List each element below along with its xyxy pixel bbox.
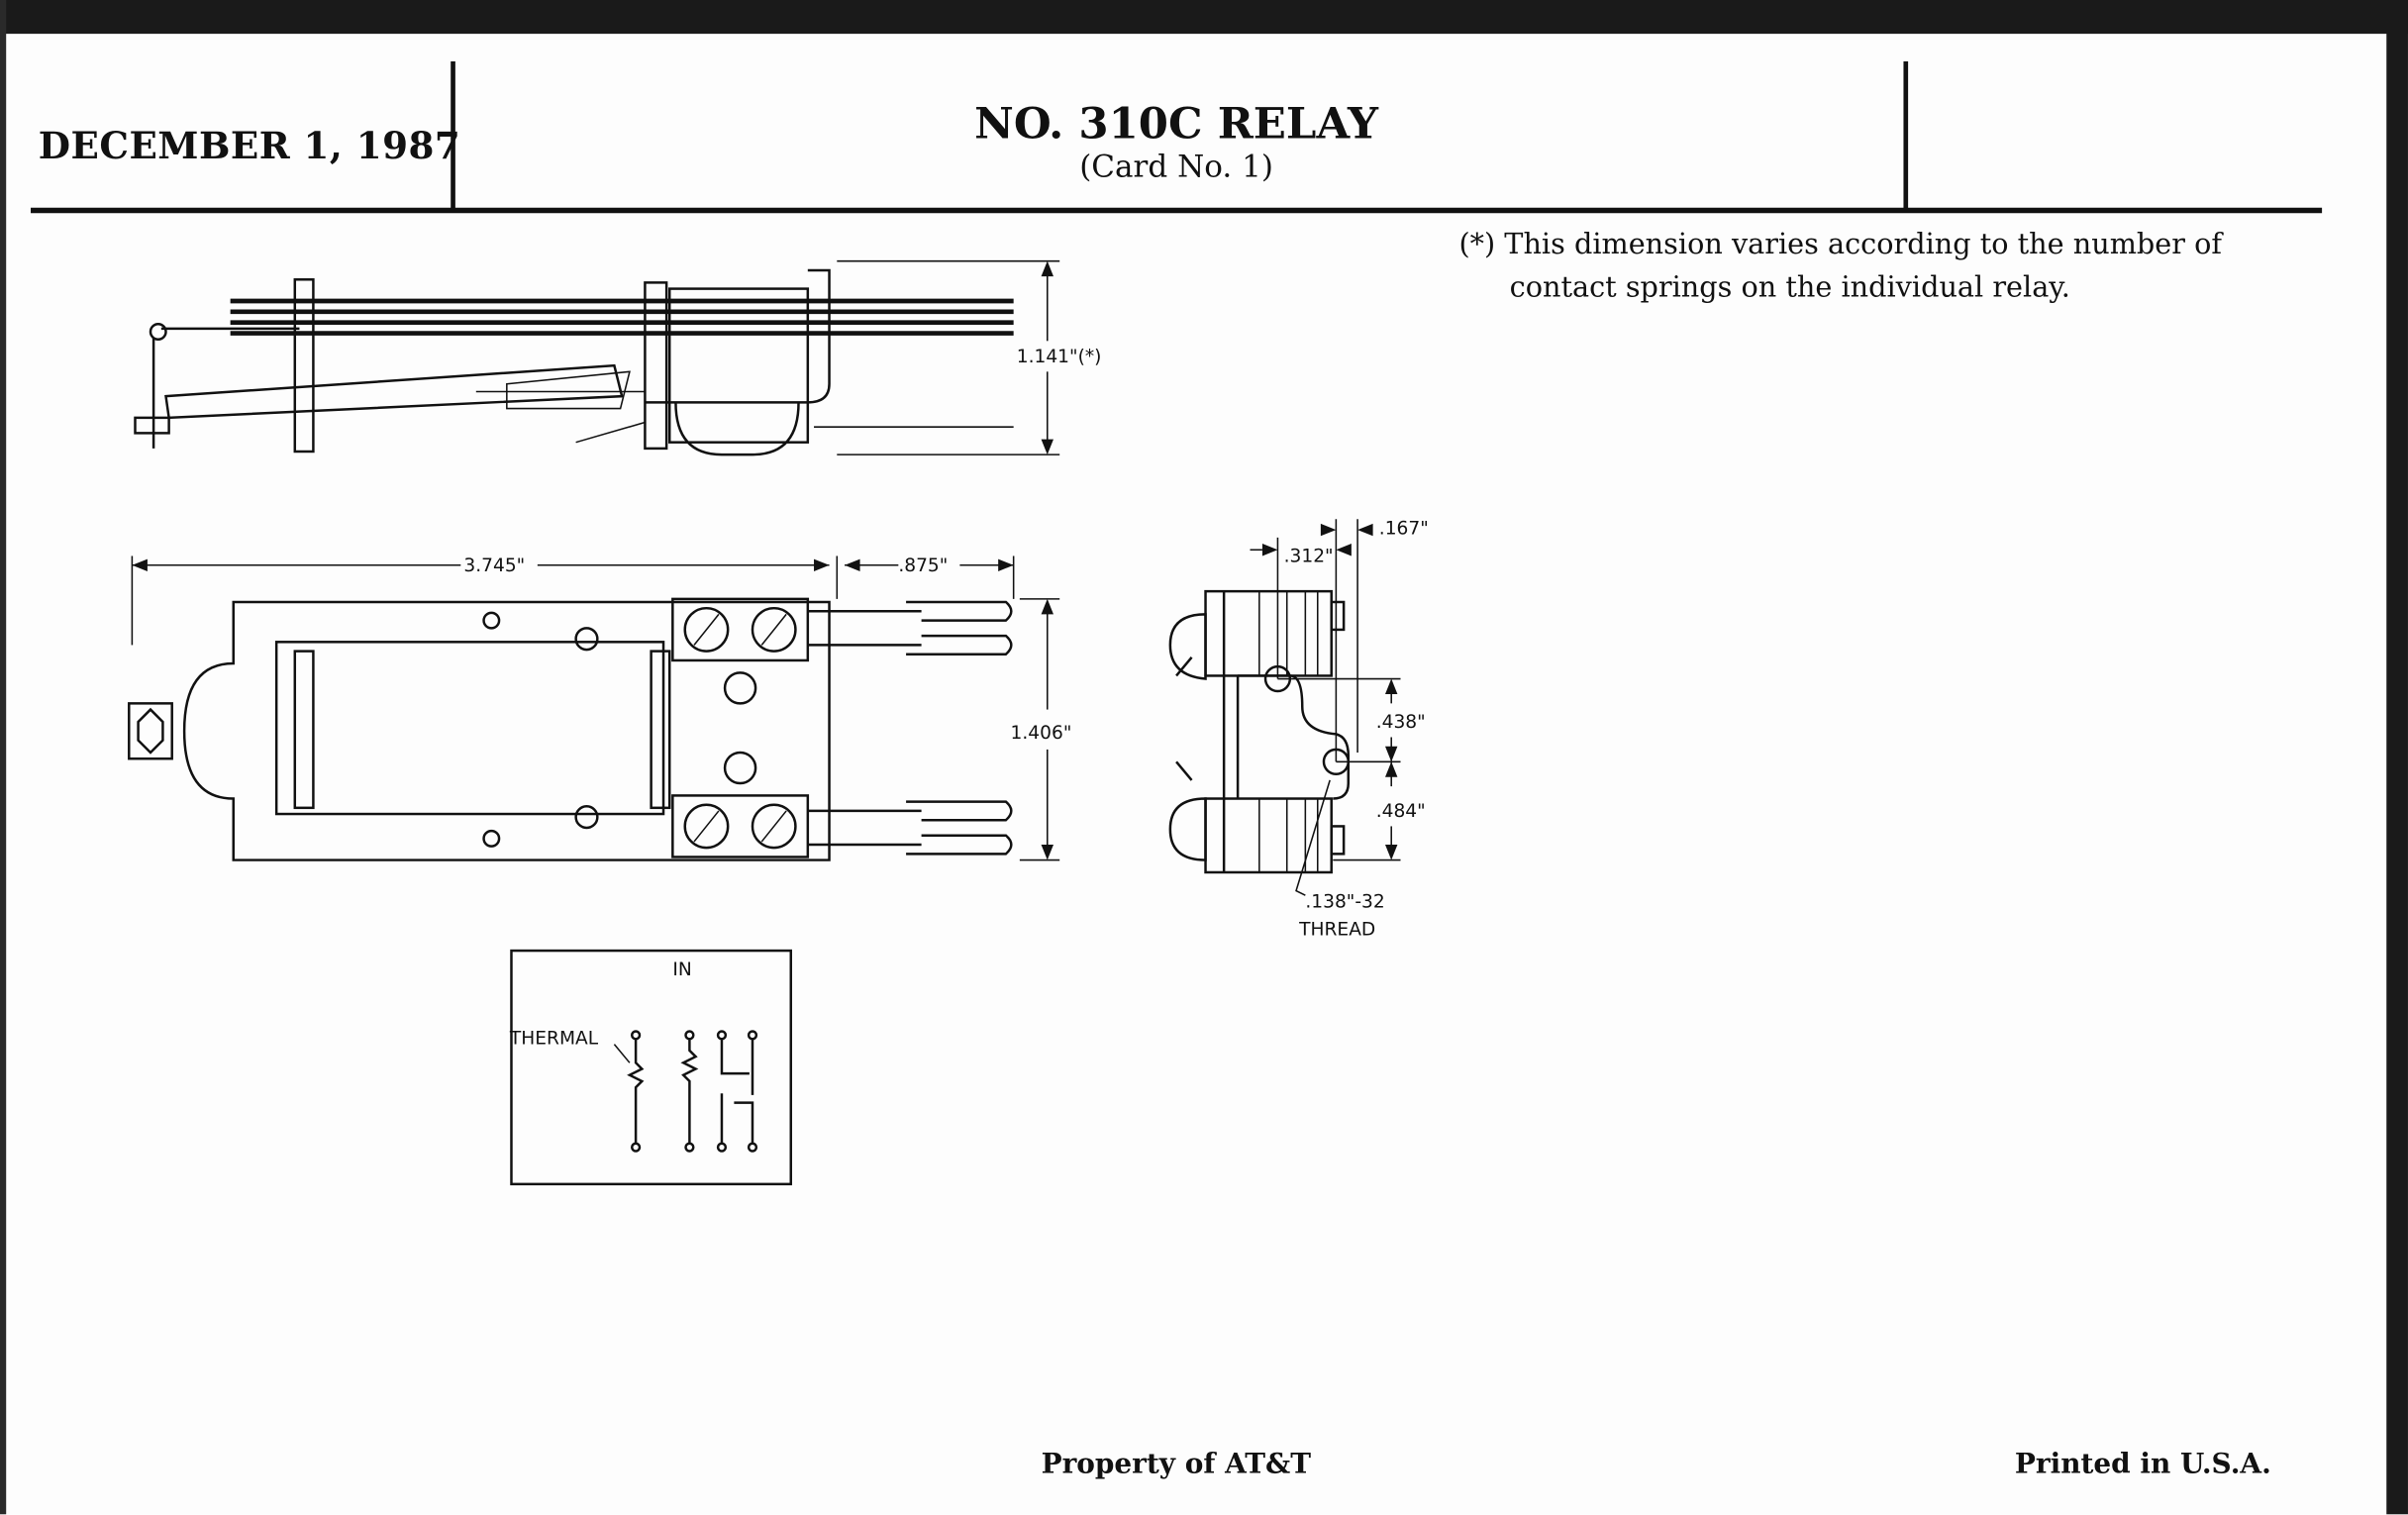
thread-label: THREAD (1298, 920, 1375, 941)
end-dimension-312: .312" (1284, 547, 1334, 567)
note-line-2: contact springs on the individual relay. (1509, 271, 2070, 305)
note-line-1: (*) This dimension varies according to t… (1458, 229, 2223, 261)
plan-view-drawing: 3.745" .875" (128, 556, 1072, 861)
end-dimension-438: .438" (1376, 712, 1426, 733)
card-number: (Card No. 1) (1079, 147, 1273, 185)
dimension-note: (*) This dimension varies according to t… (1458, 224, 2288, 310)
side-view-drawing: 1.141"(*) (134, 259, 1102, 456)
scan-border-top (0, 0, 2408, 35)
thread-spec: .138"-32 (1305, 892, 1384, 913)
scan-border-right (2386, 0, 2408, 1515)
scan-border-left (0, 0, 7, 1515)
end-dimension-167: .167" (1379, 519, 1429, 540)
printed-notice: Printed in U.S.A. (2014, 1448, 2271, 1481)
card-date: DECEMBER 1, 1987 (38, 123, 461, 168)
wiring-schematic: IN THERMAL (509, 949, 793, 1186)
property-notice: Property of AT&T (1041, 1448, 1311, 1481)
side-height-dimension: 1.141"(*) (1017, 347, 1102, 367)
page-title: NO. 310C RELAY (974, 98, 1378, 150)
schematic-label-thermal: THERMAL (509, 1029, 599, 1050)
plan-length-dimension: 3.745" (463, 556, 525, 576)
end-view-drawing: .312" .167" .438" .484" .138"-32 THREAD (1168, 519, 1429, 941)
schematic-label-in: IN (672, 960, 691, 980)
end-dimension-484: .484" (1376, 801, 1426, 822)
plan-terminal-dimension: .875" (898, 556, 948, 576)
header-rules (31, 61, 2323, 214)
plan-width-dimension: 1.406" (1011, 723, 1072, 744)
